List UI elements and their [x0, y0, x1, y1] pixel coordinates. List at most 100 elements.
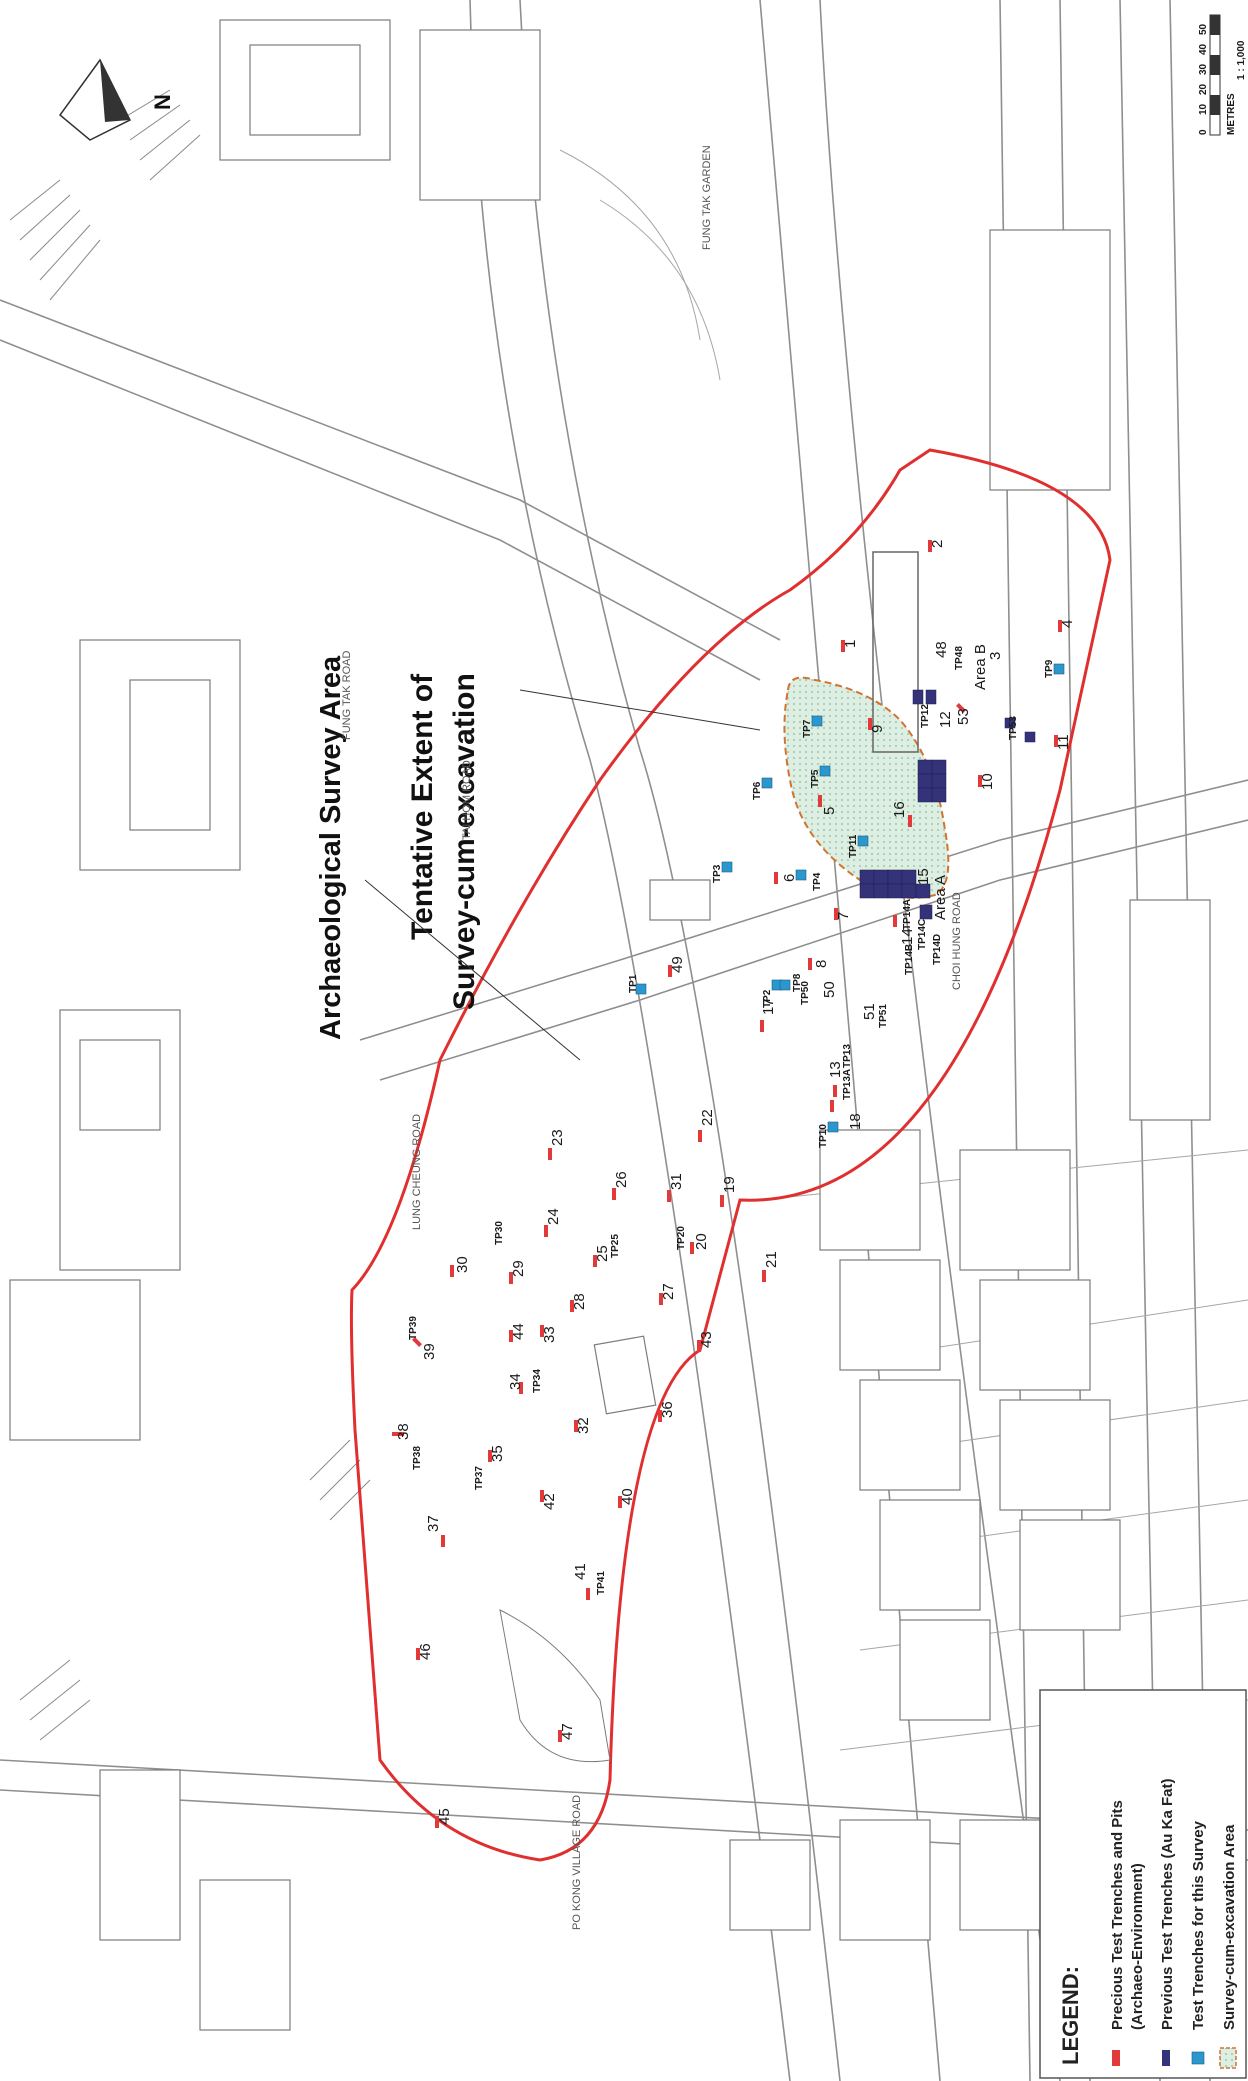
legend-swatch-navy: [1162, 2050, 1170, 2066]
trench-marker: [833, 1085, 837, 1097]
trench-marker: [441, 1535, 445, 1547]
trench-marker: [830, 1100, 834, 1112]
test-pit-label: TP9: [1044, 659, 1055, 678]
test-pit-label: TP2: [762, 989, 773, 1008]
test-pit-label: TP38: [412, 1446, 423, 1470]
test-pit-label: TP20: [676, 1226, 687, 1250]
trench-marker: [509, 1330, 513, 1342]
survey-cum-excavation-area: [783, 676, 950, 899]
trench-label: 18: [847, 1113, 864, 1130]
north-symbol: N: [150, 94, 175, 110]
scale-unit: METRES: [1226, 93, 1237, 135]
au-ka-fat-trench: [917, 773, 933, 789]
road-name: LUNG CHEUNG ROAD: [411, 1114, 423, 1230]
au-ka-fat-trench: [901, 869, 917, 885]
au-ka-fat-trenches: [859, 689, 1036, 920]
legend-item-4: Survey-cum-excavation Area: [1221, 1824, 1238, 2030]
legend-item-2: Previous Test Trenches (Au Ka Fat): [1159, 1779, 1176, 2030]
trench-marker: [574, 1420, 578, 1432]
test-pit-label: TP14C: [917, 919, 928, 950]
site-feature: [593, 1335, 657, 1415]
trench-marker: [544, 1225, 548, 1237]
test-pit-marker: [721, 861, 733, 873]
trench-marker: [808, 958, 812, 970]
au-ka-fat-trench: [931, 773, 947, 789]
trench-marker: [928, 540, 932, 552]
trench-label: 43: [698, 1331, 715, 1348]
trench-label: 15: [915, 868, 932, 885]
trench-label: 28: [571, 1293, 588, 1310]
test-pit-label: TP50: [800, 981, 811, 1005]
trench-label: 44: [510, 1323, 527, 1340]
survey-test-pits: TP1 TP2 TP3 TP4 TP5 TP6 TP7 TP8 TP9 TP10…: [408, 646, 1065, 1595]
test-pit-label: TP5: [810, 769, 821, 788]
trench-label: 8: [813, 960, 830, 968]
trench-marker: [762, 1270, 766, 1282]
test-pit-label: TP1: [628, 974, 639, 993]
trench-label: 3: [987, 652, 1004, 660]
leader-line: [519, 689, 761, 731]
trench-marker: [612, 1188, 616, 1200]
test-pit-label: TP7: [802, 719, 813, 738]
trench-marker: [868, 718, 872, 730]
trench-label: 10: [979, 773, 996, 790]
trench-label: 27: [660, 1283, 677, 1300]
trench-label: 53: [955, 708, 972, 725]
site-feature: [499, 1609, 611, 1763]
test-pit-marker: [819, 765, 831, 777]
trench-marker: [818, 795, 822, 807]
au-ka-fat-trench: [873, 883, 889, 899]
au-ka-fat-trench: [1024, 731, 1036, 743]
trench-marker: [698, 1130, 702, 1142]
legend-swatch-area: [1219, 2047, 1237, 2069]
site-boundary: [349, 448, 1112, 1862]
test-pit-marker: [779, 979, 791, 991]
trench-marker: [690, 1242, 694, 1254]
trench-marker: [841, 640, 845, 652]
area-b-strip: [872, 551, 919, 753]
test-pit-label: TP14B: [904, 944, 915, 975]
road-name: TAI HOM ROAD: [461, 760, 473, 840]
trench-label: 24: [545, 1208, 562, 1225]
test-pit-marker: [827, 1121, 839, 1133]
test-pit-label: TP3: [712, 864, 723, 883]
road-name: PO KONG VILLAGE ROAD: [571, 1795, 583, 1930]
legend: LEGEND: Precious Test Trenches and Pits …: [1039, 1689, 1247, 2079]
trench-label: 9: [869, 725, 886, 733]
trench-label: 17: [760, 998, 777, 1015]
trench-label: 33: [541, 1326, 558, 1343]
trench-marker: [618, 1496, 622, 1508]
trench-label: 41: [572, 1563, 589, 1580]
test-pit-marker: [811, 715, 823, 727]
trench-label: 35: [489, 1445, 506, 1462]
slope-hatching: [9, 89, 371, 1741]
test-pit-label: TP39: [408, 1316, 419, 1340]
au-ka-fat-trench: [931, 759, 947, 775]
scale-tick: 0: [1198, 129, 1209, 135]
trench-label: 2: [929, 540, 946, 548]
au-ka-fat-trench: [925, 689, 937, 705]
au-ka-fat-trench: [915, 883, 931, 899]
trench-label: 50: [821, 981, 838, 998]
scale-tick: 40: [1198, 43, 1209, 55]
au-ka-fat-trench: [873, 869, 889, 885]
au-ka-fat-trench: [1004, 717, 1016, 729]
north-arrow: N: [58, 58, 175, 141]
trench-label: 1: [842, 640, 859, 648]
trench-label: 12: [937, 711, 954, 728]
test-pit-label: TP11: [848, 834, 859, 858]
trench-marker: [548, 1148, 552, 1160]
trench-label: 29: [510, 1260, 527, 1277]
trench-marker: [416, 1648, 420, 1660]
scale-ratio: 1 : 1,000: [1236, 40, 1247, 80]
trench-marker: [1058, 620, 1062, 632]
trench-marker: [412, 1337, 422, 1347]
test-pit-label: TP13: [842, 1044, 853, 1068]
test-pit-marker: [635, 983, 647, 995]
au-ka-fat-trench: [919, 904, 933, 920]
trench-marker: [435, 1816, 439, 1828]
trench-label: 16: [891, 801, 908, 818]
au-ka-fat-trench: [931, 787, 947, 803]
trench-marker: [540, 1490, 544, 1502]
legend-swatch-blue: [1191, 2051, 1205, 2065]
